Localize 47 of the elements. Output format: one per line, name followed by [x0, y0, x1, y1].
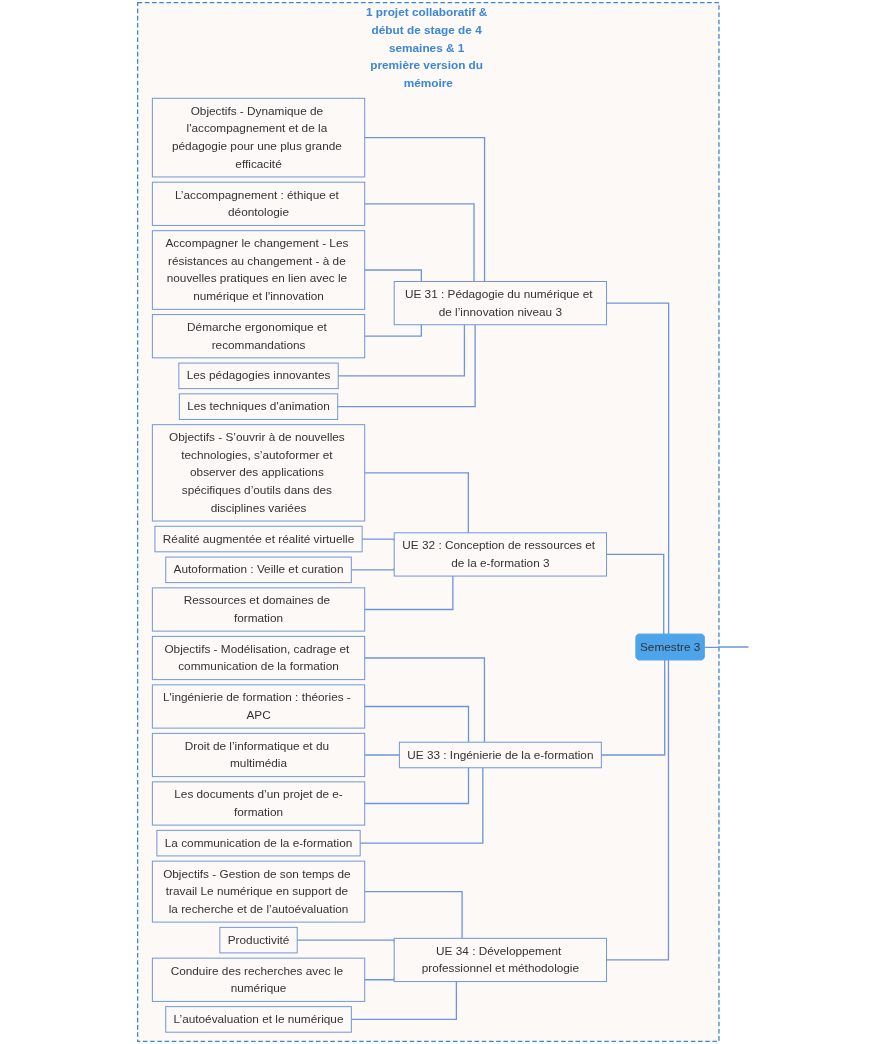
connector — [296, 939, 396, 944]
connector — [606, 659, 670, 961]
node-box: Démarche ergonomique et recommandations — [152, 314, 366, 359]
node-box: UE 32 : Conception de ressources et de la e-formation 3 — [394, 532, 608, 577]
node-box: Ressources et domaines de formation — [152, 587, 366, 632]
connector — [364, 754, 401, 756]
connector — [364, 976, 396, 981]
connector — [606, 302, 670, 636]
connector — [351, 567, 396, 571]
connector — [601, 659, 666, 756]
connector — [337, 324, 477, 408]
node-box: Droit de l’informatique et du multimédia — [152, 732, 366, 778]
connector — [364, 575, 454, 611]
node-box: La communication de la e-formation — [156, 829, 362, 857]
node-box: Les techniques d'animation — [179, 393, 339, 420]
connector — [364, 705, 470, 743]
connector — [351, 980, 458, 1021]
node-box: Objectifs - Modélisation, cadrage et communication de la formation — [152, 635, 366, 681]
node-box: Productivité — [219, 926, 299, 954]
connector — [359, 767, 484, 844]
node-box: UE 34 : Développement professionnel et méthodologie — [394, 937, 608, 983]
connector — [704, 646, 750, 648]
node-box: Objectifs - Gestion de son temps de travail Le numérique en support de la recherche et de l’autoévaluation — [152, 860, 366, 923]
node-box: Réalité augmentée et réalité virtuelle — [154, 525, 363, 553]
connector — [337, 324, 466, 377]
node-box: Objectifs - S’ouvrir à de nouvelles technologies, s’autoformer et observer des applications spécifiques d’outils dans des disciplines variées — [152, 424, 366, 522]
node-box: Autoformation : Veille et curation — [165, 556, 353, 584]
node-box: L’accompagnement : éthique et déontologie — [152, 181, 366, 226]
node-box: UE 33 : Ingénierie de la e-formation — [399, 741, 603, 769]
connector — [606, 553, 665, 636]
connector — [364, 324, 423, 337]
node-box: Les pédagogies innovantes — [178, 362, 340, 390]
node-box: L’autoévaluation et le numérique — [165, 1006, 353, 1033]
node-box: Les documents d’un projet de e-formation — [152, 781, 366, 826]
node-box: UE 31 : Pédagogie du numérique et de l’innovation niveau 3 — [394, 281, 608, 326]
node-box: Objectifs - Dynamique de l'accompagnement et de la pédagogie pour une plus grande efficacité — [152, 97, 366, 178]
connector — [364, 203, 476, 283]
connector — [364, 657, 486, 743]
node-box: Accompagner le changement - Les résistances au changement - à de nouvelles pratiques en lien avec le numérique et l'innovation — [152, 230, 366, 310]
connector — [364, 269, 423, 283]
connector — [364, 136, 486, 283]
connector — [364, 767, 470, 805]
connector — [364, 890, 464, 939]
node-box: Conduire des recherches avec le numérique — [152, 957, 366, 1002]
node-box: L'ingénierie de formation : théories - APC — [152, 684, 366, 729]
connector — [364, 472, 470, 534]
connector — [361, 538, 396, 542]
